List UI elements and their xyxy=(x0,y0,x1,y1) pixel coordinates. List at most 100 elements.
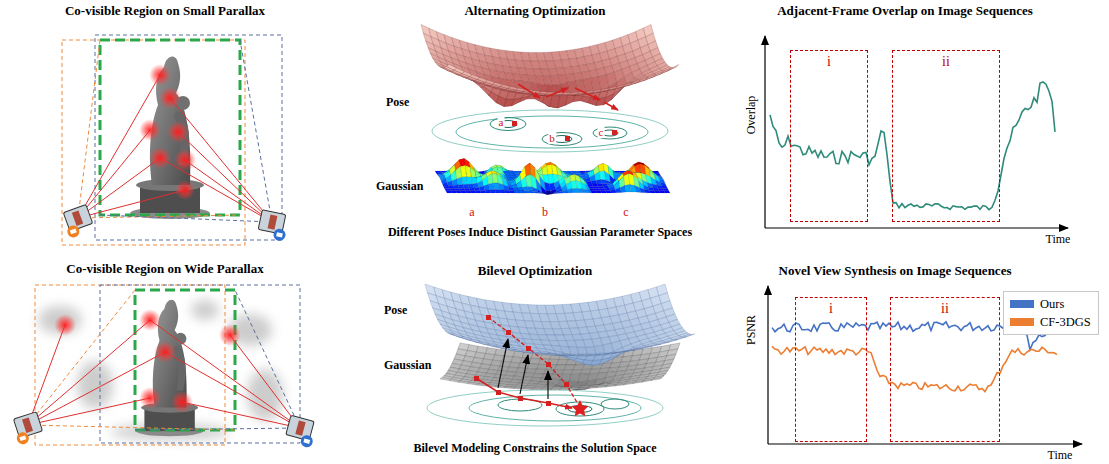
point-label: a xyxy=(498,116,505,128)
alternating-contours xyxy=(565,136,570,141)
descent-arrows xyxy=(518,84,618,110)
pose-surface xyxy=(646,75,656,80)
legend-swatch xyxy=(1010,300,1034,308)
small-parallax-figure xyxy=(60,35,289,245)
wide-parallax-figure xyxy=(54,309,241,413)
pose-surface xyxy=(478,342,489,345)
wide-parallax-figure xyxy=(171,391,193,413)
heading-text: Novel View Synthesis on Image Sequences xyxy=(779,264,1012,278)
alternating-contours xyxy=(512,121,517,126)
wide-parallax-figure xyxy=(28,425,235,430)
point-label: b xyxy=(541,206,549,219)
bilevel-path xyxy=(488,317,578,404)
interval-box: ii xyxy=(890,297,1000,442)
heading-text: Gaussian xyxy=(384,359,431,372)
bilevel-path xyxy=(498,339,548,399)
descent-arrows xyxy=(518,84,540,98)
pose-surface xyxy=(684,334,695,337)
chart-axes xyxy=(767,286,768,444)
wide-parallax-figure xyxy=(191,300,219,320)
wide-parallax-figure xyxy=(28,325,65,425)
bilevel-path xyxy=(498,339,508,388)
wide-parallax-figure xyxy=(77,361,113,409)
small-parallax-figure xyxy=(178,132,272,222)
legend-box: OursCF-3DGS xyxy=(1003,291,1099,335)
gaussian-surface xyxy=(664,191,670,193)
pose-surface xyxy=(631,80,641,84)
small-parallax-figure xyxy=(159,87,181,109)
alternating-contours xyxy=(542,133,582,146)
gaussian-surface xyxy=(440,378,451,381)
legend-row: Ours xyxy=(1010,295,1091,313)
wide-parallax-figure xyxy=(28,320,300,428)
gaussian-surface xyxy=(651,378,662,381)
interval-label-row: i xyxy=(791,51,867,69)
gaussian-surface xyxy=(543,193,549,195)
heading-text: Alternating Optimization xyxy=(464,4,605,18)
pose-surface xyxy=(461,337,472,340)
small-parallax-figure xyxy=(175,180,195,200)
bilevel-path xyxy=(506,330,511,335)
small-parallax-figure xyxy=(160,158,272,222)
gaussian-surface xyxy=(465,166,471,178)
small-parallax-figure xyxy=(60,204,95,239)
legend-text: Ours xyxy=(1040,297,1064,312)
bilevel-contours xyxy=(427,390,663,426)
small-parallax-figure xyxy=(78,40,100,218)
wide-parallax-figure xyxy=(135,428,300,430)
axis-label: Time xyxy=(1046,233,1071,246)
bilevel-path xyxy=(520,355,528,394)
bilevel-path xyxy=(546,401,551,406)
wide-parallax-figure xyxy=(247,369,283,421)
interval-label: ii xyxy=(940,54,952,69)
pose-surface xyxy=(630,348,641,350)
legend-text: CF-3DGS xyxy=(1040,315,1091,330)
bilevel-contours xyxy=(601,399,629,409)
gaussian-surface xyxy=(663,189,669,191)
small-parallax-figure xyxy=(149,64,171,86)
bilevel-path xyxy=(547,371,548,399)
wide-parallax-figure xyxy=(28,352,165,425)
series-line xyxy=(770,82,1057,392)
gaussian-surface xyxy=(576,181,582,189)
wide-parallax-figure xyxy=(150,320,300,428)
bilevel-path xyxy=(474,315,589,416)
interval-label-row: ii xyxy=(893,51,999,69)
chart-axes xyxy=(768,443,1082,444)
wide-parallax-figure xyxy=(38,300,283,440)
gaussian-surface xyxy=(642,379,653,382)
pose-surface xyxy=(421,25,679,108)
small-parallax-figure xyxy=(78,75,272,222)
wide-parallax-figure xyxy=(139,309,161,331)
pose-surface xyxy=(487,344,498,346)
wide-parallax-figure xyxy=(100,285,300,443)
heading-text: Different Poses Induce Distinct Gaussian… xyxy=(388,226,692,239)
series-line xyxy=(772,346,1057,391)
descent-arrows xyxy=(604,102,618,110)
heading-text: Adjacent-Frame Overlap on Image Sequence… xyxy=(777,4,1033,18)
heading-text: Co-visible Region on Small Parallax xyxy=(65,4,265,18)
interval-label-row: ii xyxy=(891,298,999,316)
series-line xyxy=(770,82,1055,210)
small-parallax-figure xyxy=(257,210,290,242)
bilevel-path xyxy=(486,315,491,320)
small-parallax-figure xyxy=(100,215,272,222)
interval-label-row: i xyxy=(796,298,866,316)
small-parallax-figure xyxy=(185,160,272,222)
bilevel-path xyxy=(572,400,589,416)
bilevel-contours xyxy=(427,390,663,426)
axis-label: PSNR xyxy=(745,315,758,345)
alternating-contours xyxy=(490,118,526,131)
small-parallax-figure xyxy=(78,190,185,218)
wide-parallax-figure xyxy=(28,398,150,425)
pose-surface xyxy=(453,334,464,337)
point-label: b xyxy=(548,132,556,144)
wide-parallax-figure xyxy=(28,320,150,425)
legend-swatch xyxy=(1010,318,1034,326)
chart-axes xyxy=(765,36,1082,444)
pose-surface xyxy=(623,82,633,86)
pose-surface xyxy=(654,72,664,77)
chart-axes xyxy=(764,36,765,228)
axis-label: Time xyxy=(1048,449,1073,462)
small-parallax-figure xyxy=(149,147,171,169)
